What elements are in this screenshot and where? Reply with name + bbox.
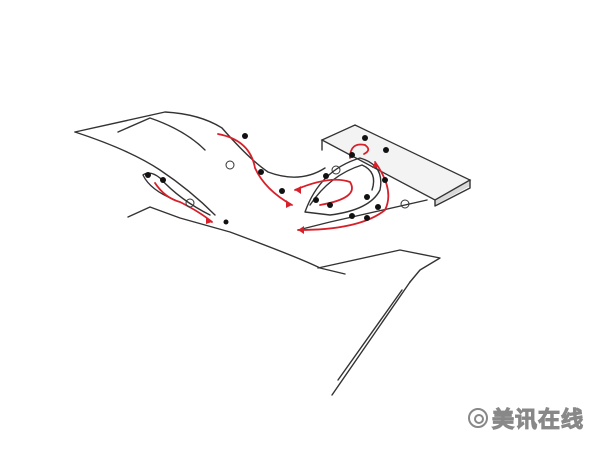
building-box xyxy=(320,124,472,207)
arrow-spiral xyxy=(294,178,353,206)
left-slope xyxy=(74,131,216,216)
person-icon xyxy=(327,202,333,208)
right-edge xyxy=(297,199,428,231)
person-icon xyxy=(145,172,151,178)
person-icon xyxy=(258,169,264,175)
spiral-ramp xyxy=(304,157,382,216)
person-icon xyxy=(242,133,248,139)
box-edges xyxy=(321,139,471,207)
person-icon xyxy=(364,194,370,200)
person-icon xyxy=(323,173,329,179)
path-spike xyxy=(331,281,411,396)
person-icon xyxy=(160,177,166,183)
box-top xyxy=(320,124,472,201)
person-icon xyxy=(382,177,388,183)
person-icon xyxy=(364,215,370,221)
inner-ridge xyxy=(117,117,206,151)
watermark: 美讯在线 xyxy=(468,402,584,434)
arrow-left xyxy=(154,182,213,223)
person-icon xyxy=(313,197,319,203)
person-icon xyxy=(223,219,229,225)
lower-edge xyxy=(127,206,346,275)
person-icon xyxy=(349,213,355,219)
person-icon xyxy=(349,152,355,158)
cyclist-icon xyxy=(400,199,410,209)
camera-lens-logo-icon xyxy=(468,408,488,428)
upper-ridge xyxy=(74,111,326,178)
arrowhead-icon xyxy=(295,186,301,194)
arrowhead-icon xyxy=(298,226,304,234)
arrowhead-icon xyxy=(206,217,212,224)
arrowhead-icon xyxy=(286,200,292,208)
person-icon xyxy=(362,135,368,141)
person-icon xyxy=(383,147,389,153)
person-icon xyxy=(279,188,285,194)
arrow-hill xyxy=(217,133,293,206)
lower-right-plaza xyxy=(317,249,441,283)
people-figures xyxy=(145,133,410,225)
cyclist-icon xyxy=(185,198,195,208)
cyclist-icon xyxy=(331,165,341,175)
arrowhead-icon xyxy=(372,162,379,168)
cyclist-icon xyxy=(225,160,235,170)
person-icon xyxy=(375,204,381,210)
watermark-text: 美讯在线 xyxy=(491,408,585,434)
arrow-upper xyxy=(349,143,370,159)
circulation-arrows xyxy=(154,133,390,234)
spiral-inner xyxy=(309,164,375,206)
